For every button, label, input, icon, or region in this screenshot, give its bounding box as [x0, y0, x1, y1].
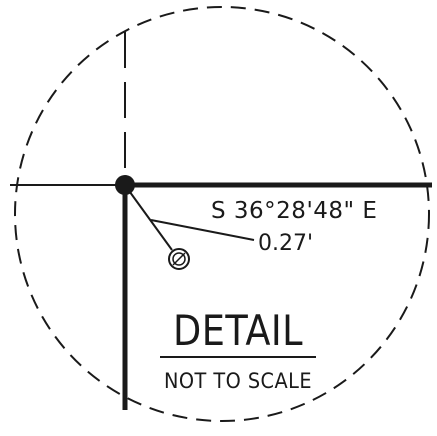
- found-corner-dot: [115, 175, 135, 195]
- detail-subtitle: NOT TO SCALE: [164, 369, 312, 393]
- bearing-label: S 36°28'48" E: [211, 198, 377, 224]
- monument-circle-symbol: [168, 248, 190, 270]
- distance-label: 0.27': [258, 231, 313, 256]
- tie-line: [126, 187, 173, 251]
- distance-leader-line: [150, 219, 255, 241]
- detail-boundary-circle: [14, 6, 430, 422]
- detail-title: DETAIL: [173, 306, 303, 355]
